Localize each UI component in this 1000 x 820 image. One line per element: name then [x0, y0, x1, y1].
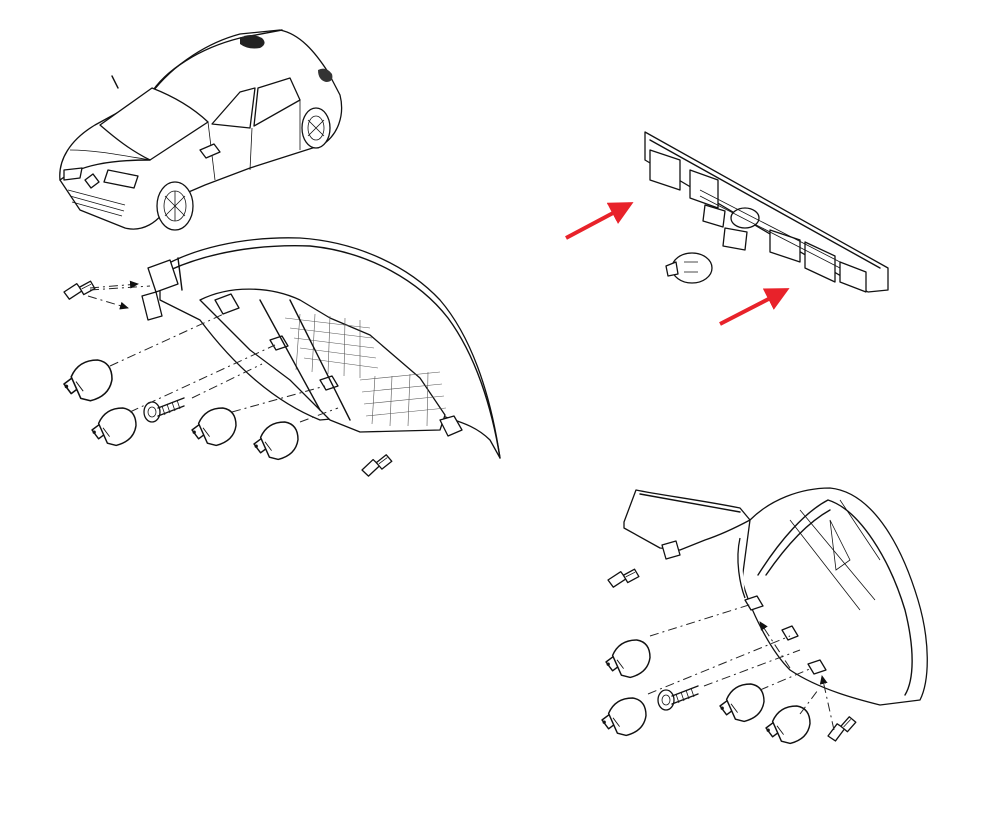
clip-bottom-left	[359, 453, 395, 479]
bulb-r4	[765, 705, 811, 745]
rear-lamp-right	[623, 487, 928, 706]
car-illustration	[59, 29, 343, 231]
third-brake-light	[644, 131, 889, 293]
leader-line	[703, 649, 801, 687]
bulb-r3	[719, 683, 765, 723]
bulb-4	[253, 421, 299, 461]
leader-line	[129, 344, 276, 413]
assembly-arrow	[759, 621, 791, 669]
red-arrow-upper	[565, 202, 634, 240]
clip-right-bottom	[824, 714, 860, 744]
leader-line	[109, 311, 229, 367]
bulb-3	[191, 407, 237, 447]
leader-line	[799, 689, 819, 715]
leader-line	[647, 635, 791, 695]
assembly-arrow	[819, 675, 835, 731]
bulb-r1	[605, 639, 651, 679]
screw-left	[143, 397, 185, 423]
bulb-2	[91, 407, 137, 447]
assembly-arrow	[89, 280, 139, 289]
reflector-mesh	[284, 313, 447, 427]
clip-right-top	[606, 568, 641, 589]
leader-line	[191, 363, 263, 399]
leader-line	[231, 385, 326, 413]
assembly-leader	[89, 285, 151, 291]
leader-line	[649, 603, 753, 637]
brake-light-bulb	[665, 252, 713, 284]
red-arrow-lower	[719, 288, 790, 326]
rear-lamp-left	[141, 237, 501, 459]
assembly-arrow	[87, 295, 129, 310]
screw-right	[657, 685, 699, 711]
bulb-r2	[601, 697, 647, 737]
leader-line	[299, 407, 339, 423]
bulb-1	[63, 359, 113, 402]
